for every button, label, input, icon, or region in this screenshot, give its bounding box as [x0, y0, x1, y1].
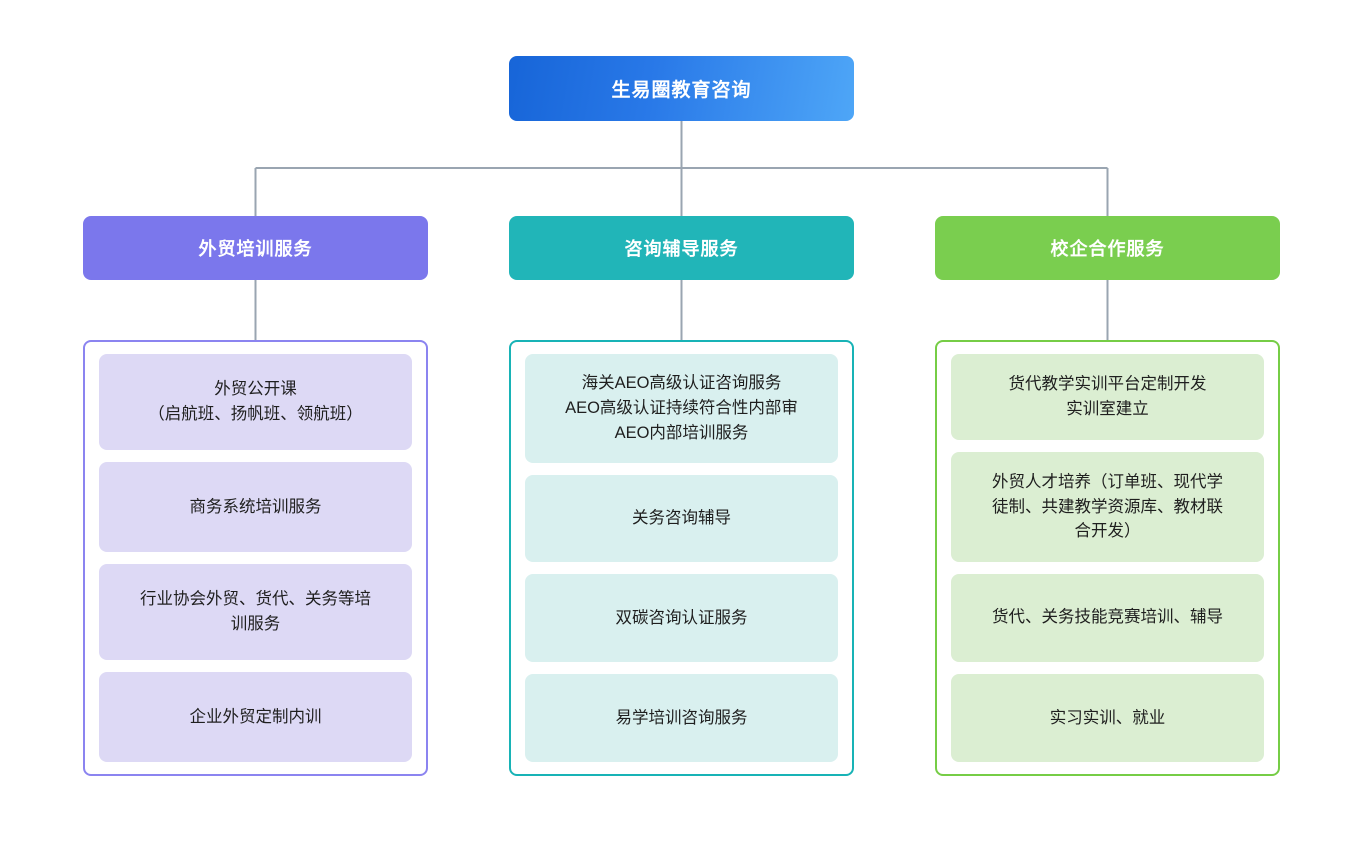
- items-panel-0: 外贸公开课 （启航班、扬帆班、领航班） 商务系统培训服务 行业协会外贸、货代、关…: [83, 340, 428, 776]
- branch-column-1: 咨询辅导服务 海关AEO高级认证咨询服务 AEO高级认证持续符合性内部审 AEO…: [509, 216, 854, 776]
- item-card[interactable]: 外贸人才培养（订单班、现代学 徒制、共建教学资源库、教材联 合开发）: [951, 452, 1264, 562]
- category-header-0[interactable]: 外贸培训服务: [83, 216, 428, 280]
- branch-column-0: 外贸培训服务 外贸公开课 （启航班、扬帆班、领航班） 商务系统培训服务 行业协会…: [83, 216, 428, 776]
- category-header-2[interactable]: 校企合作服务: [935, 216, 1280, 280]
- item-card[interactable]: 货代教学实训平台定制开发 实训室建立: [951, 354, 1264, 441]
- item-card[interactable]: 关务咨询辅导: [525, 474, 838, 563]
- item-card[interactable]: 易学培训咨询服务: [525, 674, 838, 762]
- items-panel-2: 货代教学实训平台定制开发 实训室建立 外贸人才培养（订单班、现代学 徒制、共建教…: [935, 340, 1280, 776]
- item-card[interactable]: 海关AEO高级认证咨询服务 AEO高级认证持续符合性内部审 AEO内部培训服务: [525, 354, 838, 463]
- root-node[interactable]: 生易圈教育咨询: [509, 56, 854, 121]
- branch-column-2: 校企合作服务 货代教学实训平台定制开发 实训室建立 外贸人才培养（订单班、现代学…: [935, 216, 1280, 776]
- item-card[interactable]: 实习实训、就业: [951, 673, 1264, 762]
- category-header-1[interactable]: 咨询辅导服务: [509, 216, 854, 280]
- items-panel-1: 海关AEO高级认证咨询服务 AEO高级认证持续符合性内部审 AEO内部培训服务 …: [509, 340, 854, 776]
- item-card[interactable]: 外贸公开课 （启航班、扬帆班、领航班）: [99, 354, 412, 450]
- item-card[interactable]: 商务系统培训服务: [99, 461, 412, 552]
- item-card[interactable]: 双碳咨询认证服务: [525, 574, 838, 663]
- item-card[interactable]: 货代、关务技能竞赛培训、辅导: [951, 573, 1264, 662]
- item-card[interactable]: 企业外贸定制内训: [99, 671, 412, 762]
- item-card[interactable]: 行业协会外贸、货代、关务等培 训服务: [99, 564, 412, 660]
